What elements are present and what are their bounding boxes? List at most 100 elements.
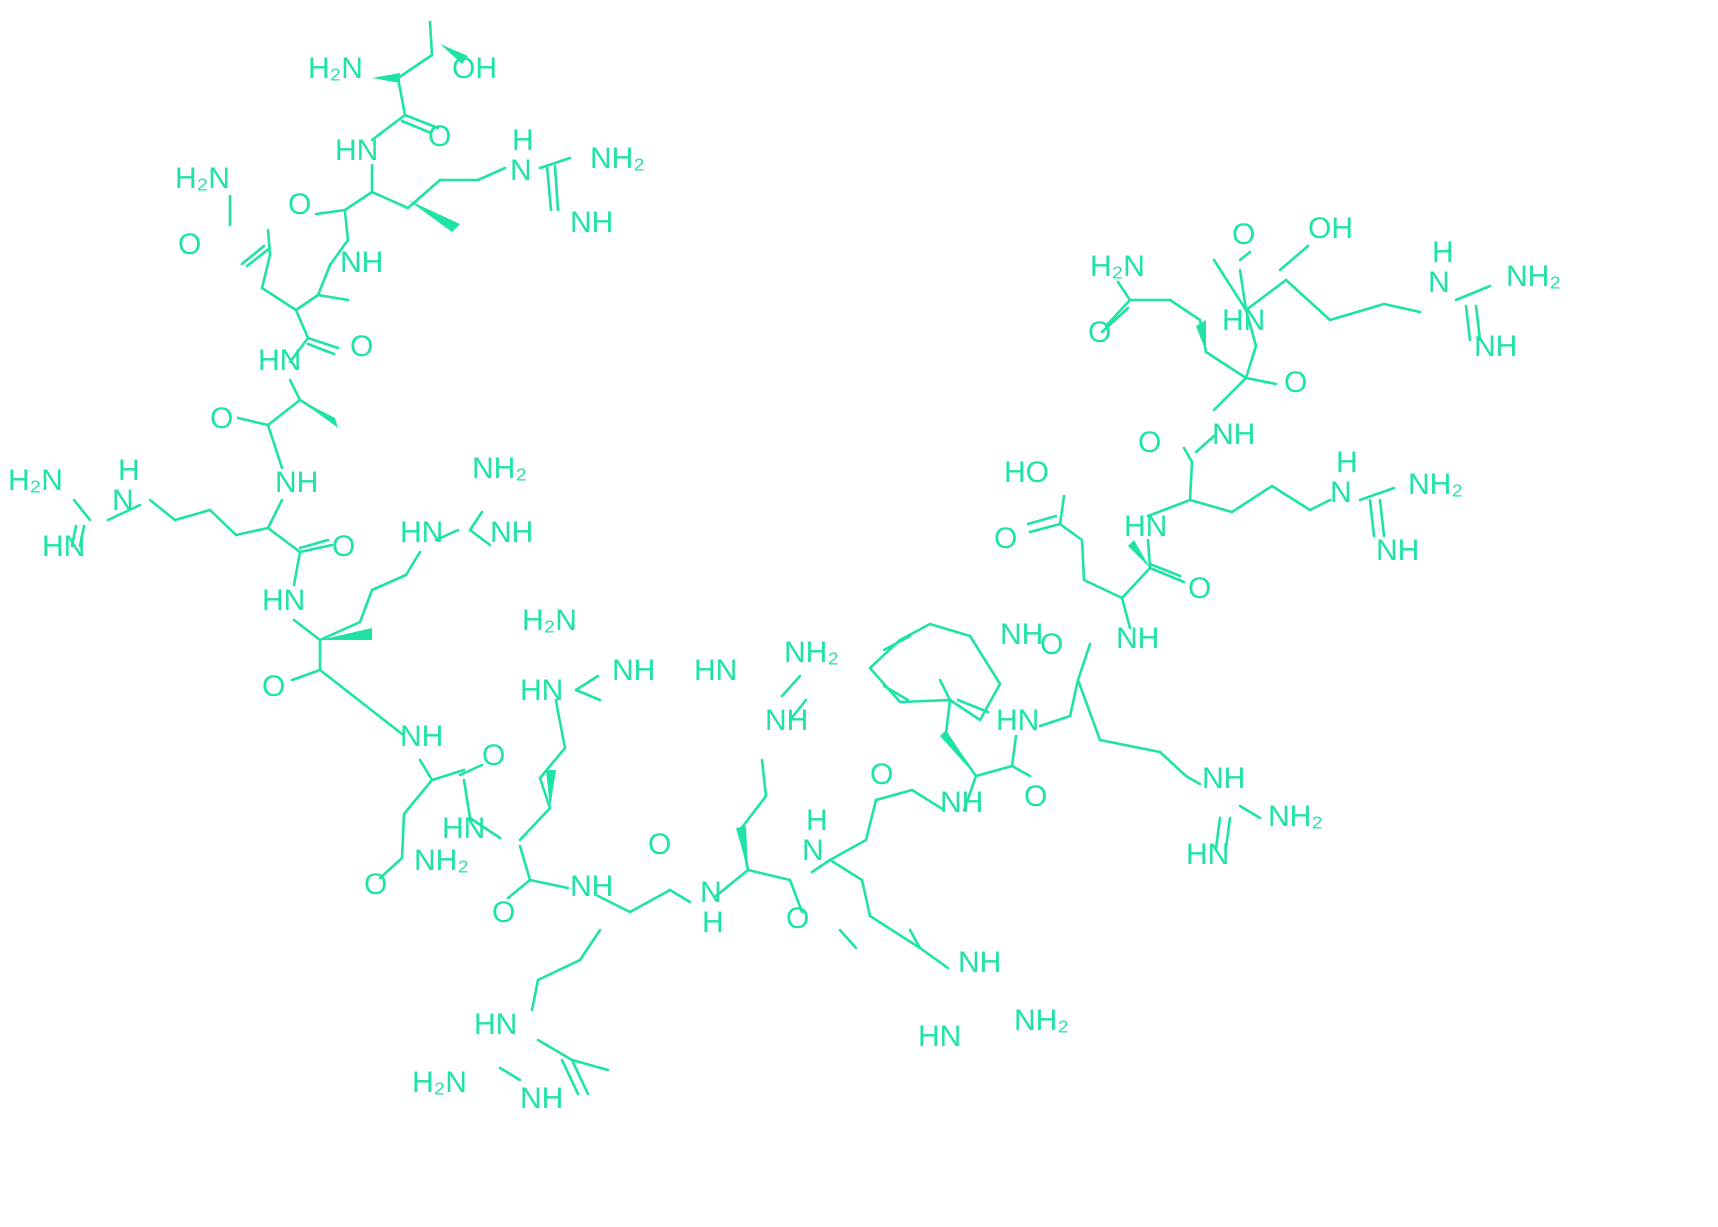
- atom-label: HN: [1222, 304, 1265, 337]
- atom-label: O: [1138, 426, 1161, 459]
- atom-label: OH: [1308, 212, 1353, 245]
- bond: [462, 778, 472, 820]
- atom-label: H₂N: [412, 1066, 467, 1099]
- bond: [430, 768, 466, 782]
- atom-label: NH: [1202, 762, 1245, 795]
- bond: [1068, 678, 1080, 718]
- bond: [570, 1058, 590, 1096]
- atom-label: NH₂: [590, 142, 645, 175]
- atom-label: H: [806, 804, 828, 837]
- bond: [294, 308, 310, 340]
- atom-label: NH: [1000, 618, 1043, 651]
- bond: [1120, 566, 1152, 600]
- atom-label: H: [512, 124, 534, 157]
- bond: [1368, 498, 1376, 538]
- atom-label: O: [262, 670, 285, 703]
- bond: [570, 1058, 610, 1072]
- atom-label: N: [112, 484, 134, 517]
- atom-label: N: [802, 834, 824, 867]
- bond: [266, 423, 284, 470]
- bond: [553, 164, 560, 212]
- bond: [528, 878, 570, 890]
- bond: [780, 674, 802, 698]
- bond: [974, 764, 1014, 778]
- bond: [343, 190, 374, 212]
- bond: [788, 698, 808, 722]
- bond: [1058, 522, 1084, 542]
- bond: [378, 856, 404, 880]
- bond: [1238, 268, 1248, 312]
- bond: [578, 928, 602, 962]
- bond: [545, 164, 553, 212]
- bond: [1076, 642, 1092, 682]
- bond: [1308, 498, 1332, 512]
- bond: [1212, 258, 1248, 312]
- stereo-wedge: [408, 200, 460, 232]
- bond: [1244, 344, 1258, 380]
- bond: [538, 776, 552, 810]
- bond: [418, 758, 434, 782]
- bond: [298, 538, 330, 550]
- atom-label: H: [702, 906, 724, 939]
- atom-label: N: [1428, 266, 1450, 299]
- bond: [1244, 308, 1258, 348]
- bond: [908, 928, 922, 950]
- bond: [236, 416, 270, 427]
- bond: [574, 674, 600, 692]
- bond: [788, 878, 804, 914]
- bond: [403, 113, 440, 130]
- stereo-wedge: [320, 628, 372, 640]
- bond: [898, 698, 952, 704]
- bond: [948, 698, 982, 722]
- bond: [468, 816, 502, 840]
- bond: [406, 178, 442, 210]
- atom-label: NH: [520, 1082, 563, 1115]
- bond: [1244, 278, 1288, 312]
- stereo-wedge: [1128, 540, 1150, 568]
- bond: [1328, 302, 1386, 322]
- atom-label: H₂N: [522, 604, 577, 637]
- atom-label: O: [648, 828, 671, 861]
- bond: [530, 978, 540, 1012]
- bond: [1098, 738, 1162, 754]
- atom-label: HN: [1124, 510, 1167, 543]
- bond: [518, 844, 532, 882]
- atom-label: HN: [442, 812, 485, 845]
- stereo-wedge-layer: [300, 44, 1206, 870]
- bond: [714, 868, 750, 898]
- bond: [1120, 596, 1132, 630]
- bond: [458, 763, 484, 777]
- bond: [760, 758, 768, 798]
- atom-label: O: [332, 530, 355, 563]
- bond: [1284, 278, 1332, 322]
- bond: [234, 526, 270, 537]
- bond: [78, 524, 86, 548]
- bond: [944, 698, 952, 736]
- bond: [874, 788, 914, 802]
- bond: [828, 838, 868, 862]
- bond: [868, 666, 902, 704]
- bond: [266, 526, 302, 554]
- atom-label: O: [994, 522, 1017, 555]
- atom-label: NH: [490, 516, 533, 549]
- atom-label: NH: [765, 704, 808, 737]
- atom-label: O: [482, 739, 505, 772]
- atom-label: O: [210, 402, 233, 435]
- bond: [938, 678, 952, 702]
- bond: [1148, 566, 1186, 584]
- bond: [518, 806, 552, 842]
- atom-label: O: [1088, 316, 1111, 349]
- bond: [288, 336, 310, 364]
- bond: [968, 634, 1002, 686]
- bond: [1382, 302, 1422, 314]
- atom-label: O: [1188, 572, 1211, 605]
- bond: [1028, 522, 1062, 534]
- stereo-wedge: [736, 826, 748, 870]
- bond: [1358, 486, 1396, 502]
- bond: [428, 20, 434, 57]
- atom-label: HN: [42, 530, 85, 563]
- bond: [1080, 538, 1086, 582]
- atom-label: H: [118, 454, 140, 487]
